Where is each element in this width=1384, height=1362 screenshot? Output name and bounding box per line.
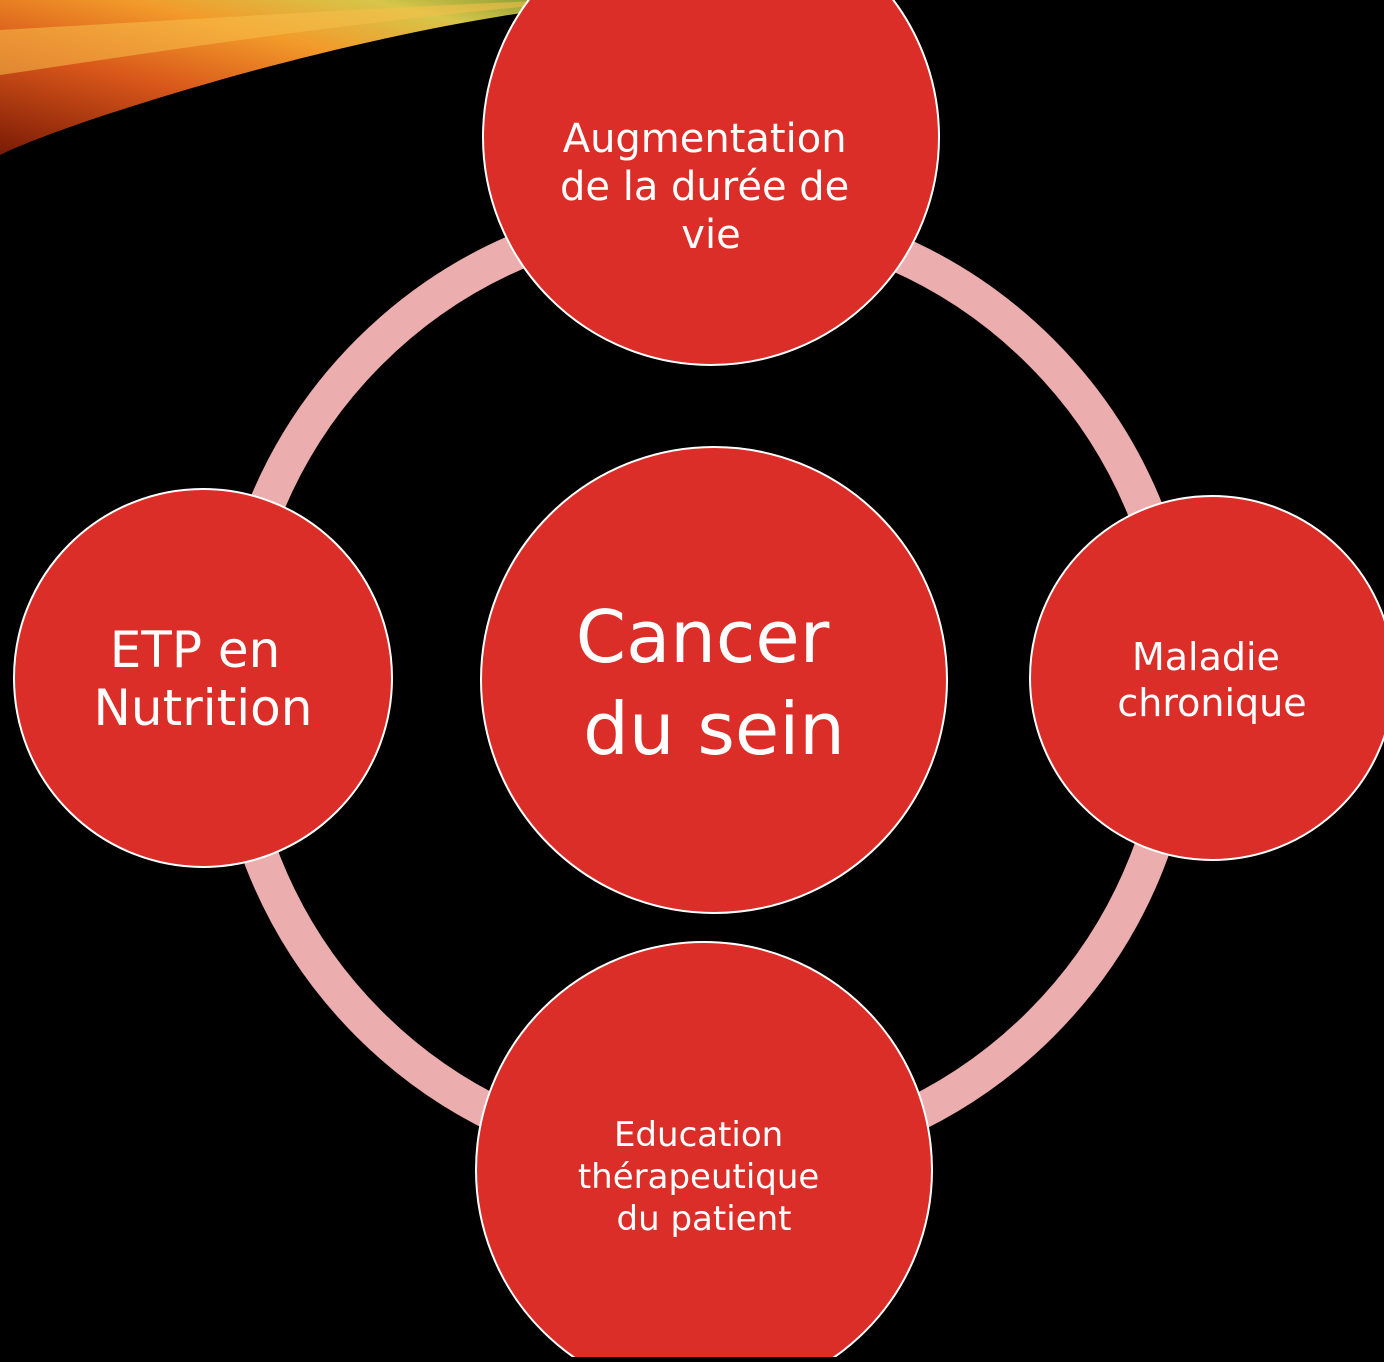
node-right-label-line-1: Maladie bbox=[1132, 635, 1280, 679]
corner-swoosh-highlight bbox=[0, 0, 600, 75]
node-left-label-line-1: ETP en bbox=[110, 621, 281, 679]
svg-text:Augmentation de la dur: Augmentation de la durée de vie bbox=[560, 116, 862, 258]
node-top-label-line-2: de la durée de bbox=[560, 164, 849, 210]
node-right-circle bbox=[1029, 495, 1384, 861]
node-top-label-line-1: Augmentation bbox=[563, 116, 847, 162]
center-label-line-1: Cancer bbox=[576, 595, 830, 679]
node-top-label-line-3: vie bbox=[681, 212, 740, 258]
node-top: Augmentation de la durée de vie bbox=[482, 0, 940, 366]
node-bottom-circle bbox=[475, 941, 933, 1362]
node-left-circle bbox=[13, 488, 393, 868]
center-node: Cancer du sein bbox=[480, 446, 948, 914]
svg-text:ETP en Nutrition: ETP en Nutrition bbox=[94, 621, 313, 737]
center-node-circle bbox=[480, 446, 948, 914]
svg-text:Cancer du sein: Cancer du sein bbox=[576, 595, 852, 771]
node-left: ETP en Nutrition bbox=[13, 488, 393, 868]
center-label-line-2: du sein bbox=[583, 687, 845, 771]
node-left-label-line-2: Nutrition bbox=[94, 679, 313, 737]
node-right-label-line-2: chronique bbox=[1117, 681, 1306, 725]
node-bottom-label-line-3: du patient bbox=[617, 1199, 792, 1239]
node-bottom-label-line-2: thérapeutique bbox=[578, 1157, 820, 1197]
svg-text:Education thérapeutiqu: Education thérapeutique du patient bbox=[578, 1115, 830, 1239]
node-bottom-label-line-1: Education bbox=[614, 1115, 783, 1155]
svg-text:Maladie chronique: Maladie chronique bbox=[1117, 635, 1306, 725]
node-bottom: Education thérapeutique du patient bbox=[475, 941, 933, 1362]
node-right: Maladie chronique bbox=[1029, 495, 1384, 861]
node-top-circle bbox=[482, 0, 940, 366]
